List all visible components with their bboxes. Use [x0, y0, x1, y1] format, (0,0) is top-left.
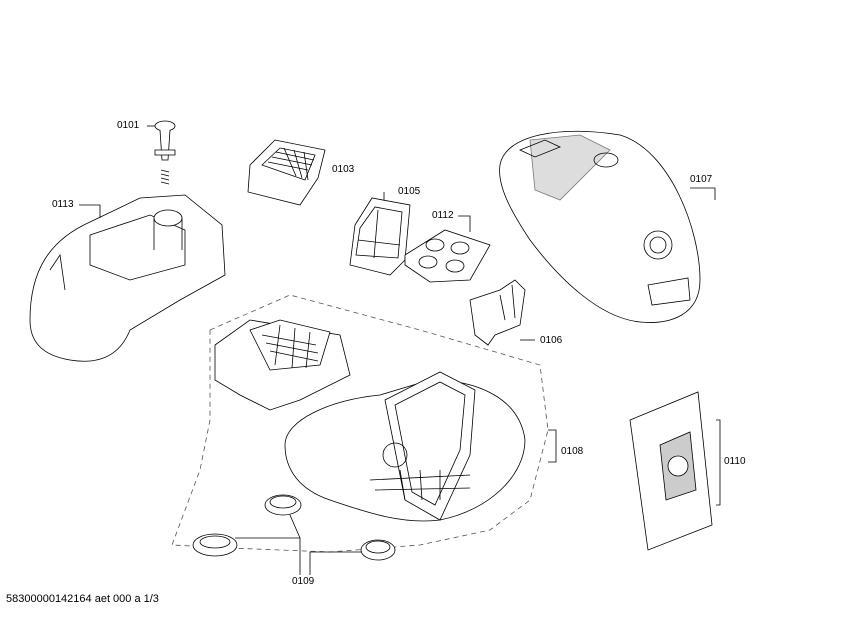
leader-0113 [79, 204, 101, 218]
assembly-0108-outline [171, 294, 549, 553]
part-0110-bag [629, 391, 713, 551]
part-label-0101[interactable]: 0101 [117, 120, 140, 131]
part-0113-cover [29, 194, 226, 362]
part-label-0113[interactable]: 0113 [52, 199, 74, 210]
part-label-0105[interactable]: 0105 [398, 186, 421, 197]
part-0105-grille [349, 197, 411, 276]
part-label-0108[interactable]: 0108 [561, 446, 584, 457]
part-0109-wheels [192, 494, 396, 561]
part-0106-clip [469, 279, 526, 346]
part-0101-knob [154, 120, 176, 185]
part-0107-housing [499, 130, 701, 323]
part-label-0112[interactable]: 0112 [432, 210, 454, 221]
part-0103-filter [247, 139, 326, 206]
leader-0107 [690, 187, 716, 200]
part-label-0103[interactable]: 0103 [332, 164, 355, 175]
part-label-0110[interactable]: 0110 [724, 456, 746, 467]
part-0108-base [214, 319, 526, 522]
part-label-0107[interactable]: 0107 [690, 174, 713, 185]
leader-0109 [235, 514, 362, 575]
leader-0110 [716, 419, 721, 506]
part-label-0109[interactable]: 0109 [292, 576, 315, 587]
leader-0108 [548, 429, 557, 463]
part-0112-holder [404, 229, 491, 283]
leader-0112 [458, 215, 471, 232]
part-label-0106[interactable]: 0106 [540, 335, 563, 346]
document-id-footer: 58300000142164 aet 000 a 1/3 [6, 593, 159, 605]
